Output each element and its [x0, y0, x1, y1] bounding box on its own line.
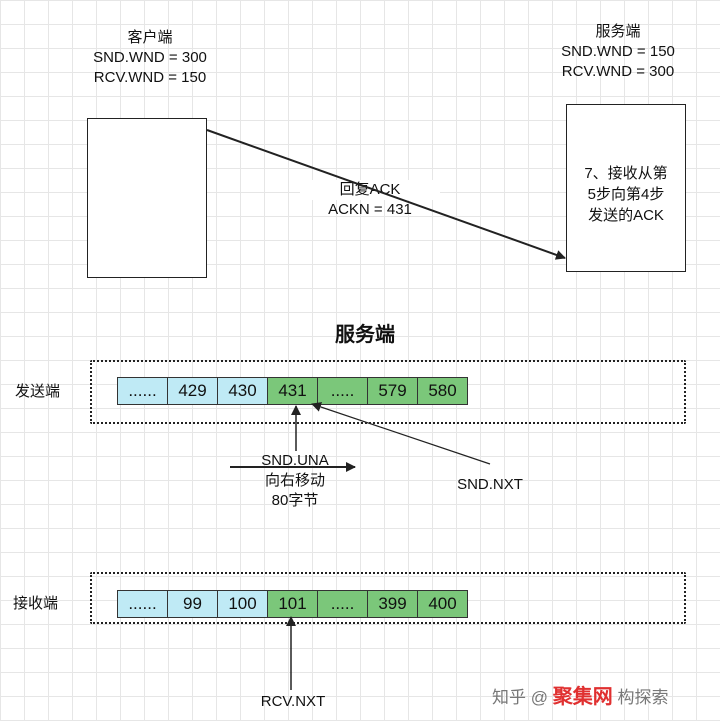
server-snd-wnd: SND.WND = 150 [561, 43, 675, 60]
section-title: 服务端 [335, 324, 395, 346]
window-cell: 430 [217, 377, 268, 405]
client-title: 客户端 [127, 29, 173, 46]
watermark-text: 知乎 @ [492, 688, 548, 707]
receiver-label: 接收端 [12, 595, 58, 612]
window-cell: ..... [317, 377, 368, 405]
watermark: 知乎 @ 聚集网 构探索 [492, 680, 668, 709]
arrow-message-line1: 回复ACK [300, 180, 440, 200]
sender-label: 发送端 [14, 383, 60, 400]
server-box-line: 5步向第4步 [587, 186, 665, 203]
window-cell: 400 [417, 590, 468, 618]
snd-una-label: SND.UNA [261, 452, 329, 469]
watermark-rest: 构探索 [617, 688, 669, 707]
window-cell: 101 [267, 590, 318, 618]
window-cell: 429 [167, 377, 218, 405]
window-cell: 431 [267, 377, 318, 405]
server-title: 服务端 [595, 23, 641, 40]
client-snd-wnd: SND.WND = 300 [93, 49, 207, 66]
snd-nxt-label: SND.NXT [457, 476, 523, 493]
bytes-label: 80字节 [271, 492, 319, 509]
arrow-message-line2: ACKN = 431 [328, 201, 412, 218]
server-box-line: 7、接收从第 [584, 165, 668, 182]
watermark-bold: 聚集网 [552, 686, 613, 708]
server-box-text: 7、接收从第 5步向第4步 发送的ACK [567, 163, 685, 226]
server-box: 7、接收从第 5步向第4步 发送的ACK [566, 104, 686, 272]
receiver-frame [90, 572, 686, 624]
window-cell: 399 [367, 590, 418, 618]
window-cell: 100 [217, 590, 268, 618]
window-cell: 580 [417, 377, 468, 405]
client-rcv-wnd: RCV.WND = 150 [93, 69, 207, 86]
window-cell: ..... [317, 590, 368, 618]
window-cell: 99 [167, 590, 218, 618]
server-box-line: 发送的ACK [588, 207, 664, 224]
rcv-nxt-label: RCV.NXT [260, 693, 326, 710]
window-cell: ...... [117, 590, 168, 618]
window-cell: ...... [117, 377, 168, 405]
window-cell: 579 [367, 377, 418, 405]
client-box [87, 118, 207, 278]
server-rcv-wnd: RCV.WND = 300 [561, 63, 675, 80]
move-right-label: 向右移动 [264, 472, 325, 489]
